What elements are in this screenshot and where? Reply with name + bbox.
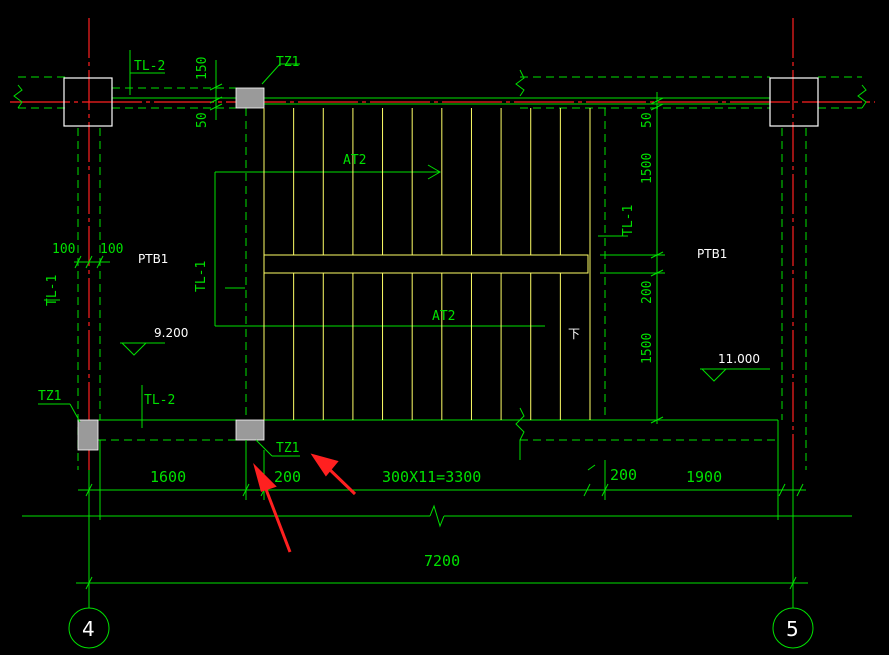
column-tz1-top [235, 87, 265, 109]
stair-flights [263, 108, 591, 420]
label-dim-1500-top: 1500 [640, 153, 655, 184]
label-ptb1-right: PTB1 [697, 247, 727, 261]
label-dim-100-left: 100 [52, 242, 75, 257]
label-dim-200-b: 200 [610, 466, 637, 484]
column-axis5-top [769, 77, 819, 127]
label-tl1-left: TL-1 [45, 275, 60, 306]
label-dim-1900: 1900 [686, 468, 722, 486]
label-dim-50-left: 50 [195, 112, 210, 128]
label-dim-7200: 7200 [424, 552, 460, 570]
label-tl1-right: TL-1 [621, 205, 636, 236]
label-dim-50-right: 50 [640, 112, 655, 128]
label-dim-1600: 1600 [150, 468, 186, 486]
label-dim-1500-bottom: 1500 [640, 333, 655, 364]
axis-lines [10, 18, 875, 470]
label-dim-steps: 300X11=3300 [382, 468, 481, 486]
axis-bubble-4 [68, 607, 110, 649]
label-ptb1-left: PTB1 [138, 252, 168, 266]
axis-bubble-5 [772, 607, 814, 649]
label-tl2-bottom: TL-2 [144, 393, 175, 408]
label-tl1-center: TL-1 [194, 261, 209, 292]
label-dim-100-right: 100 [100, 242, 123, 257]
label-tz1-top: TZ1 [276, 55, 299, 70]
beams [13, 69, 867, 490]
label-dim-200-a: 200 [274, 468, 301, 486]
label-elev-left: 9.200 [154, 326, 188, 340]
annotation-arrows [253, 453, 357, 553]
stair-landing-beam [263, 254, 589, 274]
columns [63, 77, 819, 451]
label-elev-right: 11.000 [718, 352, 760, 366]
label-axis-5: 5 [786, 617, 799, 641]
label-at2-bottom: AT2 [432, 309, 455, 324]
label-tz1-left: TZ1 [38, 389, 61, 404]
label-axis-4: 4 [82, 617, 95, 641]
up-down-symbol: 下 [568, 327, 580, 341]
label-tl2-top: TL-2 [134, 59, 165, 74]
red-arrow-1 [262, 483, 292, 553]
label-at2-top: AT2 [343, 153, 366, 168]
label-tz1-bottom: TZ1 [276, 441, 299, 456]
label-dim-150: 150 [195, 57, 210, 80]
column-axis4-top [63, 77, 113, 127]
column-tz1-left [77, 419, 99, 451]
label-dim-200-vertical: 200 [640, 281, 655, 304]
red-arrow-2 [324, 464, 357, 496]
labels: TL-2 TZ1 150 50 50 AT2 AT2 1500 200 1500… [38, 55, 799, 641]
column-tz1-bottom-left [235, 419, 265, 441]
